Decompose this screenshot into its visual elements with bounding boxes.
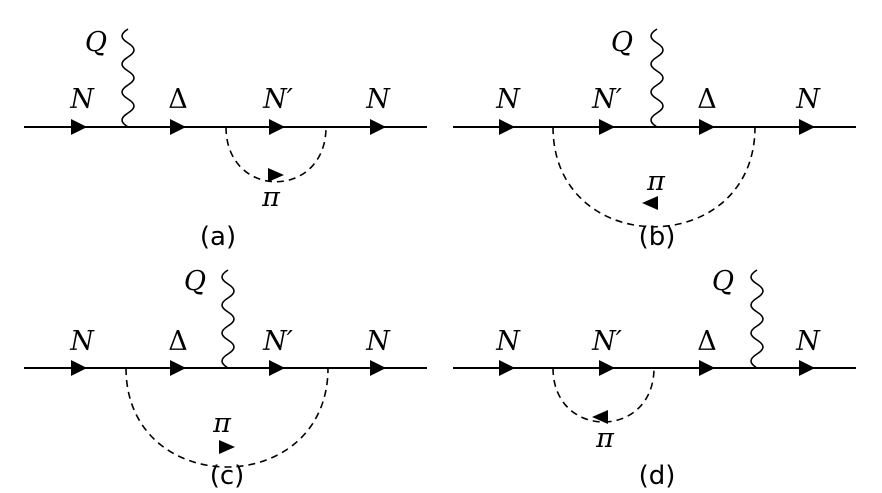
arrow-head [699,119,715,135]
pion-loop [225,126,327,183]
arrow-head [799,119,815,135]
photon-line [121,28,135,128]
arrow-head [71,360,87,376]
pion-loop [552,126,756,228]
pion-loop [552,367,655,423]
label-pion: π [261,182,281,213]
diagram-d: N N′ Δ N Q π (d) [453,266,856,491]
label-delta: Δ [697,326,717,357]
label-delta: Δ [697,84,717,115]
label-photon-q: Q [85,27,107,58]
label-delta: Δ [168,326,188,357]
caption: (d) [639,461,676,491]
pion-loop [125,367,329,468]
label-photon-q: Q [712,266,734,297]
arrow-head [219,440,235,454]
label-n: N [495,84,521,115]
arrow-head [370,360,386,376]
label-n-prime: N′ [591,84,622,115]
label-n-prime: N′ [591,326,622,357]
label-n: N [795,326,821,357]
photon-line [650,28,664,128]
caption: (a) [200,222,236,252]
label-n: N [795,84,821,115]
label-pion: π [212,408,232,439]
label-pion: π [646,166,666,197]
arrow-head [170,119,186,135]
arrow-head [499,360,515,376]
photon-line [221,269,235,369]
arrow-head [642,196,658,210]
label-n: N [365,84,391,115]
arrow-head [71,119,87,135]
label-photon-q: Q [611,27,633,58]
diagram-b: N N′ Δ N Q π (b) [453,27,856,252]
label-n-prime: N′ [262,84,293,115]
label-delta: Δ [168,84,188,115]
arrow-head [269,119,285,135]
arrow-head [799,360,815,376]
arrow-head [699,360,715,376]
label-photon-q: Q [184,266,206,297]
arrow-head [599,119,615,135]
arrow-head [170,360,186,376]
diagram-a: N Δ N′ N Q π (a) [24,27,427,252]
label-n-prime: N′ [262,326,293,357]
arrow-head [268,168,284,182]
arrow-head [269,360,285,376]
caption: (b) [639,222,676,252]
label-n: N [69,84,95,115]
label-n: N [365,326,391,357]
arrow-head [592,410,608,424]
arrow-head [370,119,386,135]
label-n: N [69,326,95,357]
label-n: N [495,326,521,357]
diagram-c: N Δ N′ N Q π (c) [24,266,427,491]
caption: (c) [210,461,245,491]
photon-line [750,269,764,369]
arrow-head [499,119,515,135]
arrow-head [599,360,615,376]
label-pion: π [595,423,615,454]
